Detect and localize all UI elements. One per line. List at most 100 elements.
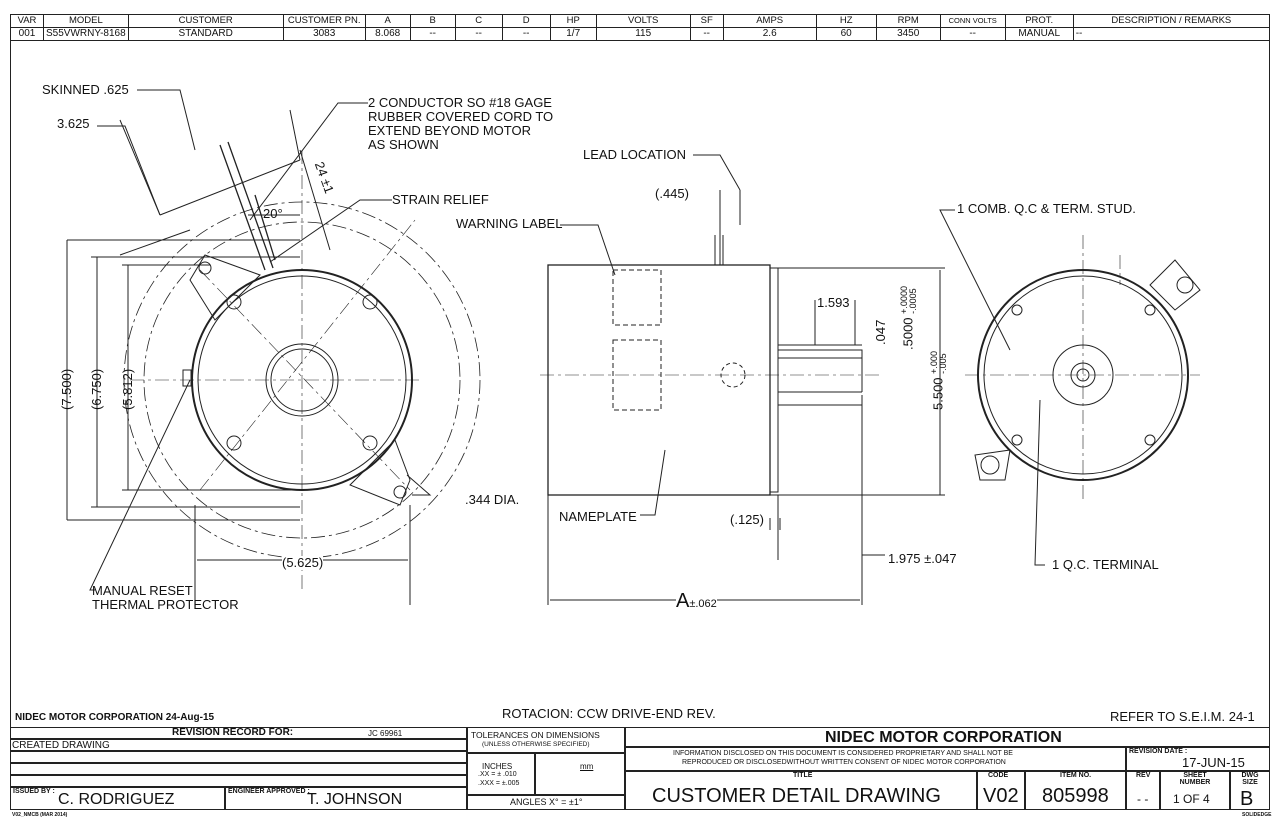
shaft-dia-dim: .5000 +.0000-.0005	[899, 286, 918, 350]
dim-7500: (7.500)	[59, 368, 74, 410]
cord-note-line: RUBBER COVERED CORD TO	[368, 109, 554, 124]
front-view	[66, 89, 481, 605]
end-view	[939, 209, 1201, 566]
body-dia-dim: 5.500 +.000-.005	[929, 351, 948, 410]
body-tol-minus: -.005	[938, 353, 948, 374]
nameplate-label: NAMEPLATE	[559, 509, 637, 524]
created-drawing: CREATED DRAWING	[12, 740, 110, 751]
info-line: REPRODUCED OR DISCLOSEDWITHOUT WRITTEN C…	[682, 759, 1006, 766]
skinned-label: SKINNED .625	[42, 82, 129, 97]
length-3625-label: 3.625	[57, 116, 90, 131]
dim-1593: 1.593	[817, 295, 850, 310]
cell-c: --	[454, 27, 503, 41]
side-view	[540, 154, 945, 605]
item-number: 805998	[1042, 785, 1109, 807]
cord-note-line: EXTEND BEYOND MOTOR	[368, 123, 532, 138]
tol-xx: .XX = ± .010	[478, 771, 517, 778]
hole-dia-label: .344 DIA.	[465, 492, 520, 507]
tolerance-inches	[467, 753, 535, 795]
cell-a: 8.068	[364, 27, 411, 41]
lead-location-label: LEAD LOCATION	[583, 147, 687, 162]
dwg-size: B	[1240, 788, 1254, 810]
dim-6750: (6.750)	[89, 368, 104, 410]
item-cell	[1025, 771, 1126, 810]
angles-tol: ANGLES X° = ±1°	[510, 797, 583, 807]
dim-a-tol: ±.062	[689, 598, 717, 610]
revision-record-label: REVISION RECORD FOR:	[172, 727, 294, 738]
form-number: V02_NMCB (MAR 2014)	[12, 812, 68, 818]
engineer-cell	[225, 787, 467, 810]
spec-data-row: 001 S55VWRNY-8168 STANDARD 3083 8.068 --…	[10, 27, 1271, 41]
strain-relief-label: STRAIN RELIEF	[392, 192, 489, 207]
dim-5812: (5.812)	[120, 368, 135, 410]
item-label: ITEM NO.	[1060, 772, 1092, 779]
cell-description: --	[1072, 27, 1271, 41]
info-cell	[625, 747, 1126, 771]
cell-customer-pn: 3083	[282, 27, 366, 41]
issued-by: C. RODRIGUEZ	[58, 791, 175, 808]
code-cell	[977, 771, 1025, 810]
code-value: V02	[983, 785, 1019, 807]
dim-125: (.125)	[730, 512, 764, 527]
rev-date-cell	[1126, 747, 1270, 771]
engineer-label: ENGINEER APPROVED :	[228, 788, 310, 795]
dim-5625: (5.625)	[282, 555, 324, 570]
dim-445: (.445)	[655, 186, 689, 201]
rev-label: REV	[1136, 772, 1151, 779]
comb-qc-label: 1 COMB. Q.C & TERM. STUD.	[957, 201, 1136, 216]
dim-a-letter: A	[676, 590, 690, 612]
tol-xxx: .XXX = ±.005	[478, 780, 520, 787]
tol-title: TOLERANCES ON DIMENSIONS	[471, 730, 600, 740]
sheet-value: 1 OF 4	[1173, 792, 1210, 806]
thermal-note-line: THERMAL PROTECTOR	[92, 597, 239, 612]
dwg-size-label: DWG SIZE	[1241, 772, 1259, 786]
tolerance-mm	[535, 753, 625, 795]
revision-header	[10, 727, 467, 739]
rev-date-label: REVISION DATE :	[1129, 748, 1188, 755]
sheet-cell	[1160, 771, 1230, 810]
thermal-protector-note: MANUAL RESET THERMAL PROTECTOR	[92, 584, 239, 612]
rotation-note: ROTACION: CCW DRIVE-END REV.	[502, 706, 716, 721]
rev-date: 17-JUN-15	[1182, 755, 1245, 770]
cell-rpm: 3450	[875, 27, 941, 41]
refer-note: REFER TO S.E.I.M. 24-1	[1110, 709, 1255, 724]
issued-by-label: ISSUED BY :	[13, 788, 55, 795]
flat-047: .047	[873, 319, 888, 345]
rev-value: - -	[1137, 792, 1149, 806]
mm-label: mm	[580, 762, 594, 771]
cord-note-line: AS SHOWN	[368, 137, 439, 152]
company-header	[625, 727, 1270, 747]
revision-row	[10, 739, 467, 751]
cord-note: 2 CONDUCTOR SO #18 GAGE RUBBER COVERED C…	[368, 96, 553, 152]
title-cell	[625, 771, 977, 810]
revision-row	[10, 763, 467, 775]
thermal-note-line: MANUAL RESET	[92, 583, 193, 598]
qc-terminal-label: 1 Q.C. TERMINAL	[1052, 557, 1159, 572]
spec-table: VAR MODEL CUSTOMER CUSTOMER PN. A B C D …	[10, 14, 1271, 41]
warning-label-callout: WARNING LABEL	[456, 216, 563, 231]
rev-cell	[1126, 771, 1160, 810]
shaft-tol-minus: -.0005	[908, 288, 918, 314]
jc-number: JC 69961	[368, 729, 403, 738]
code-label: CODE	[988, 772, 1009, 779]
cell-hp: 1/7	[549, 27, 597, 41]
inches-label: INCHES	[482, 762, 513, 771]
cell-hz: 60	[815, 27, 877, 41]
shaft-dia: .5000	[900, 317, 916, 350]
info-line: INFORMATION DISCLOSED ON THIS DOCUMENT I…	[673, 750, 1013, 757]
sheet-label: SHEET NUMBER	[1179, 772, 1211, 786]
cell-var: 001	[10, 27, 44, 41]
tolerance-header	[467, 727, 625, 753]
body-dia: 5.500	[930, 377, 946, 410]
title-label: TITLE	[793, 772, 813, 779]
company-name: NIDEC MOTOR CORPORATION	[825, 729, 1062, 746]
engineer: T. JOHNSON	[307, 791, 403, 808]
cord-note-line: 2 CONDUCTOR SO #18 GAGE	[368, 95, 552, 110]
angle-20: 20°	[263, 206, 283, 221]
revision-row	[10, 775, 467, 787]
drawing-title: CUSTOMER DETAIL DRAWING	[652, 785, 941, 807]
cad-label: SOLIDEDGE	[1242, 812, 1272, 818]
tolerance-angles	[467, 795, 625, 810]
cell-conn-volts: --	[939, 27, 1006, 41]
dim-a: A±.062	[676, 590, 717, 615]
